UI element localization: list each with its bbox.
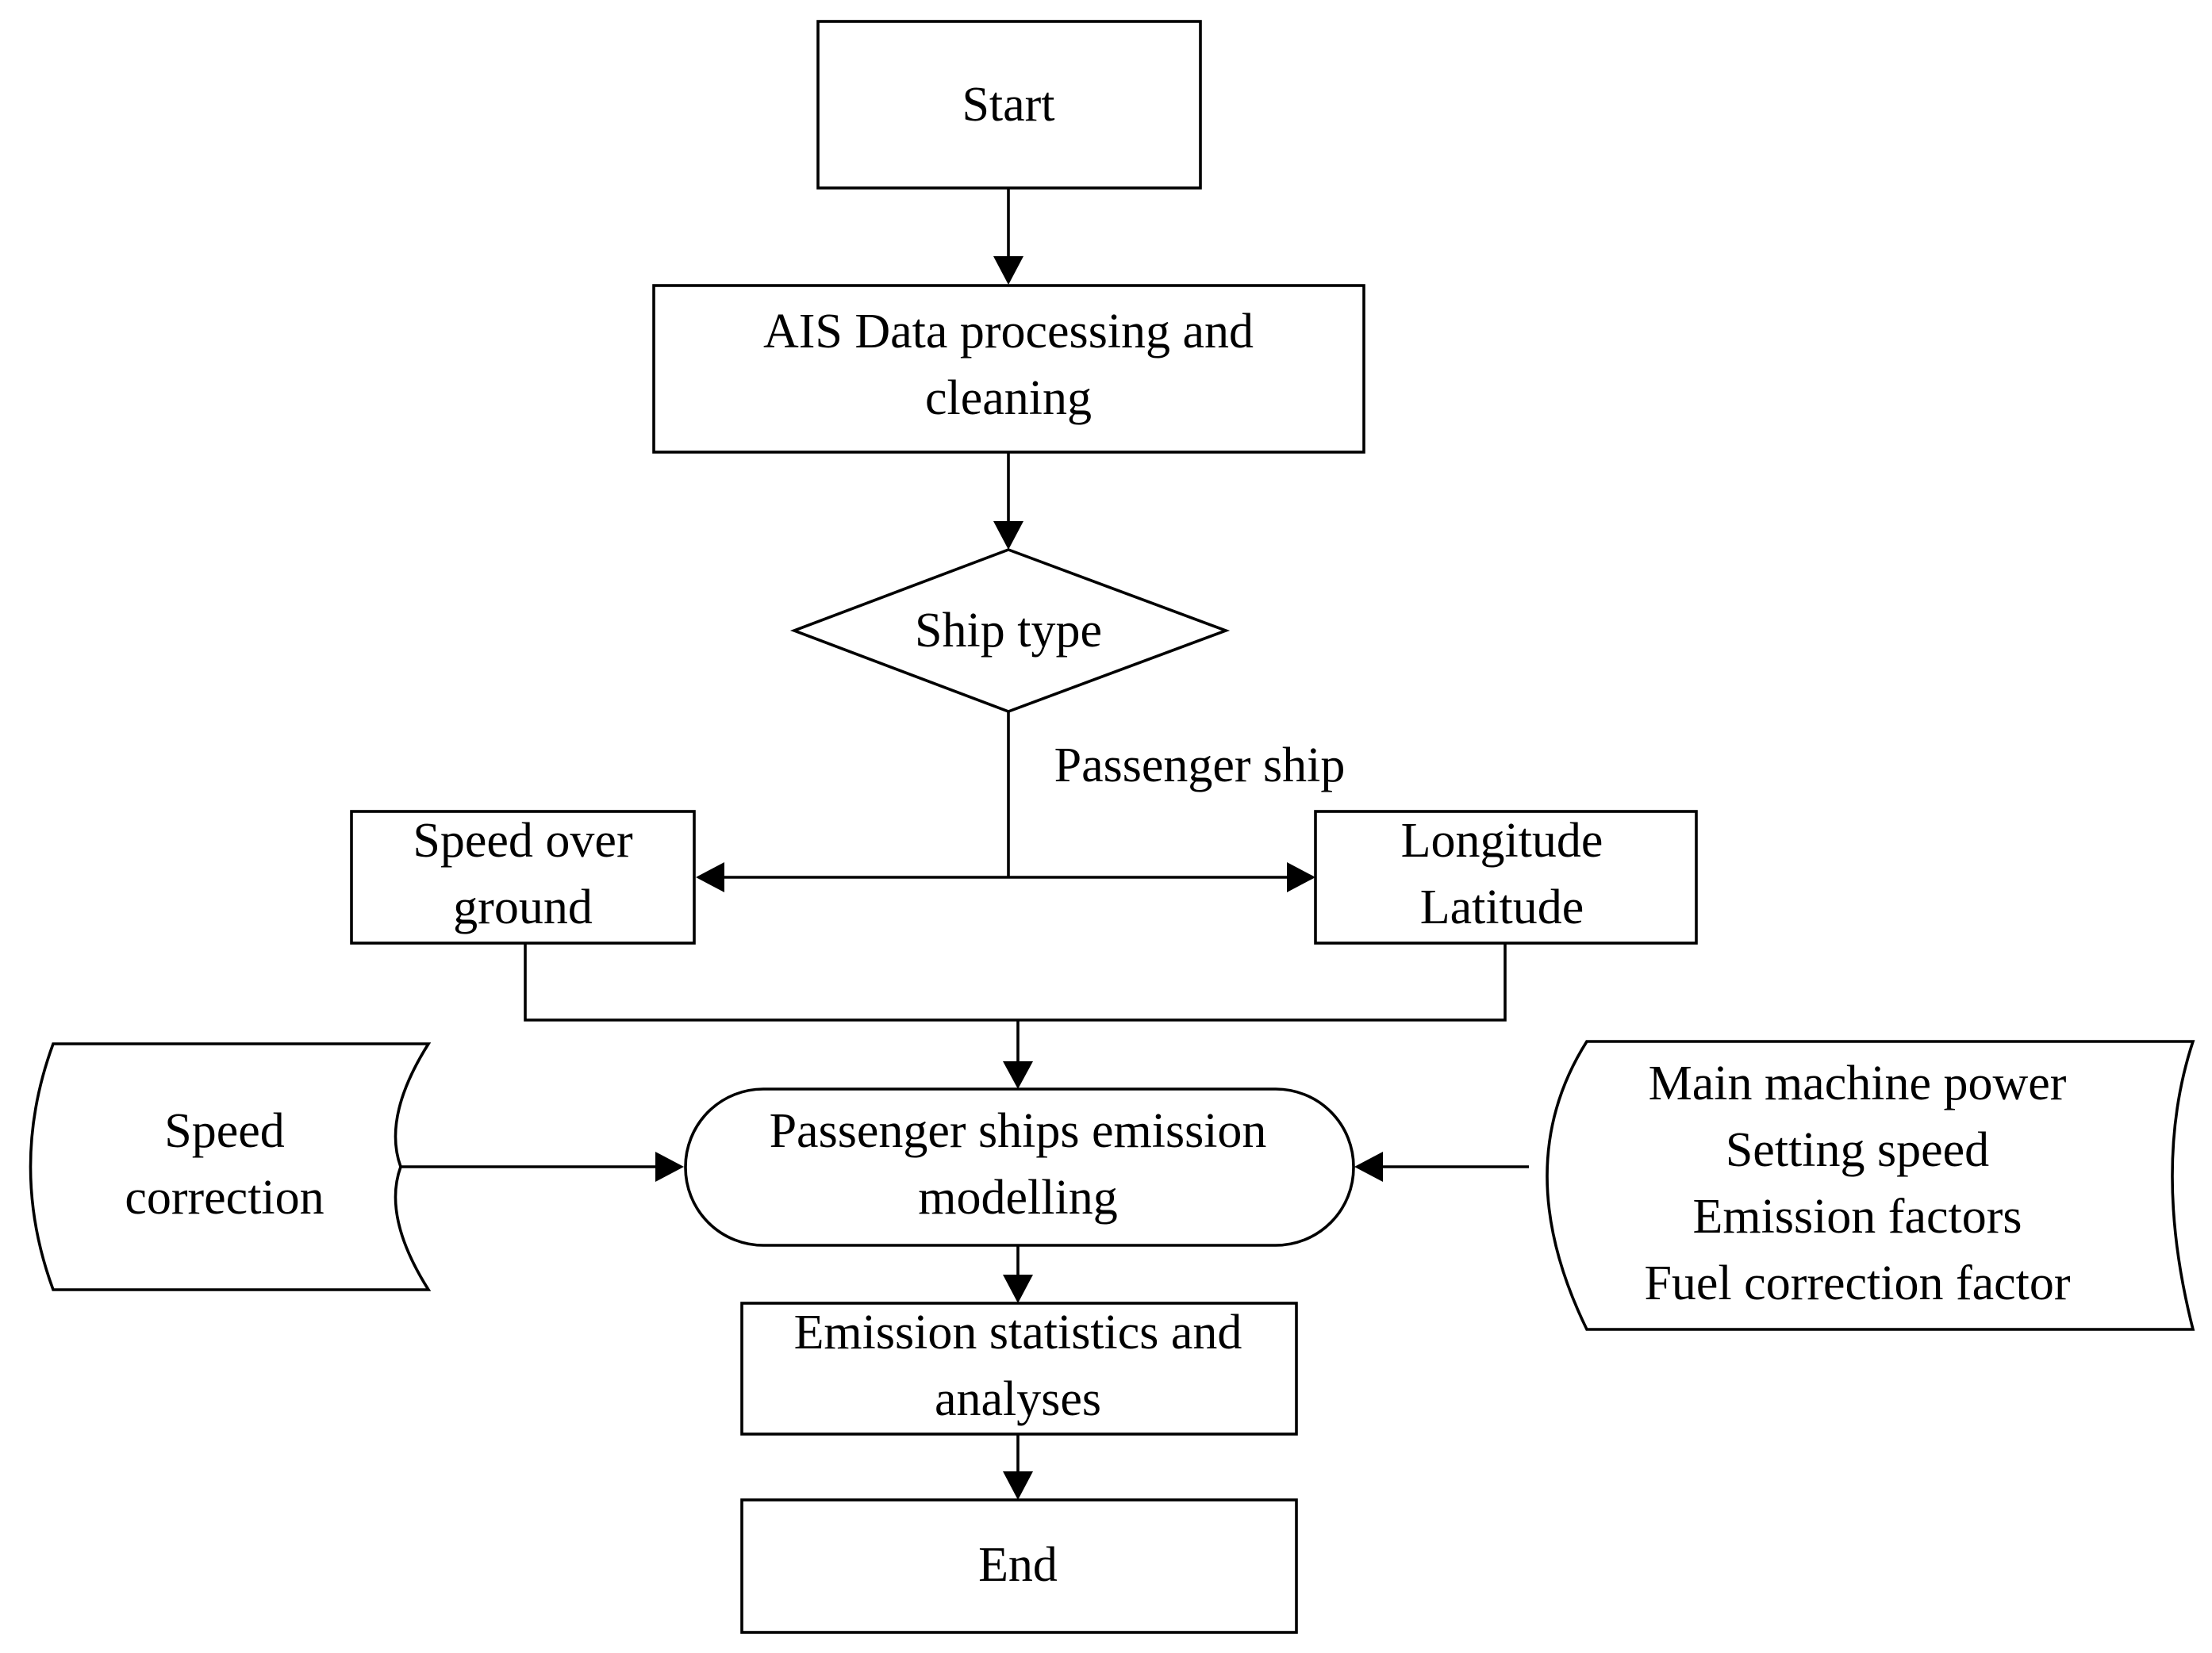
emission-modelling-label-line1: Passenger ships emission <box>770 1104 1267 1158</box>
emission-modelling-node: Passenger ships emission modelling <box>684 1087 1355 1247</box>
ais-processing-label-line1: AIS Data processing and <box>763 305 1254 359</box>
arrowhead-ais <box>993 256 1023 285</box>
emission-statistics-label-line2: analyses <box>935 1372 1101 1426</box>
speed-correction-label-line2: correction <box>125 1171 324 1225</box>
arrowhead-modelling-top <box>1003 1061 1033 1089</box>
connectors <box>401 189 1529 1500</box>
ship-type-label: Ship type <box>915 604 1102 658</box>
arrowhead-statistics <box>1003 1275 1033 1303</box>
speed-over-ground-label-line1: Speed over <box>413 814 633 868</box>
emission-modelling-label-line2: modelling <box>918 1171 1117 1225</box>
passenger-ship-edge-label: Passenger ship <box>1054 738 1346 792</box>
parameters-label-line1: Main machine power <box>1649 1057 2067 1110</box>
start-label: Start <box>962 78 1054 132</box>
arrowhead-end <box>1003 1471 1033 1500</box>
start-node: Start <box>816 20 1202 190</box>
connector-merge <box>524 944 1507 1022</box>
emission-statistics-label-line1: Emission statistics and <box>794 1306 1242 1360</box>
emission-statistics-node: Emission statistics and analyses <box>740 1302 1298 1436</box>
speed-correction-data-node: Speed correction <box>29 1042 432 1291</box>
parameters-label-line4: Fuel correction factor <box>1644 1256 2070 1310</box>
ais-processing-node: AIS Data processing and cleaning <box>652 284 1365 454</box>
ship-type-decision: Ship type <box>789 548 1231 713</box>
ais-processing-label-line2: cleaning <box>925 371 1092 425</box>
parameters-label-line3: Emission factors <box>1693 1190 2022 1244</box>
arrowhead-modelling-left <box>655 1152 684 1182</box>
longitude-latitude-node: Longitude Latitude <box>1314 810 1698 945</box>
longitude-latitude-label-line1: Longitude <box>1401 814 1603 868</box>
arrowhead-modelling-right <box>1354 1152 1383 1182</box>
end-node: End <box>740 1498 1298 1634</box>
arrowhead-longitude-latitude <box>1287 862 1315 892</box>
arrowhead-shiptype <box>993 521 1023 550</box>
speed-over-ground-label-line2: ground <box>453 880 593 934</box>
parameters-data-node: Main machine power Setting speed Emissio… <box>1546 1040 2195 1331</box>
longitude-latitude-label-line2: Latitude <box>1420 880 1584 934</box>
parameters-label-line2: Setting speed <box>1726 1123 1989 1177</box>
speed-correction-label-line1: Speed <box>164 1104 285 1158</box>
arrowhead-speed-over-ground <box>696 862 724 892</box>
speed-over-ground-node: Speed over ground <box>350 810 696 945</box>
end-label: End <box>978 1538 1058 1592</box>
